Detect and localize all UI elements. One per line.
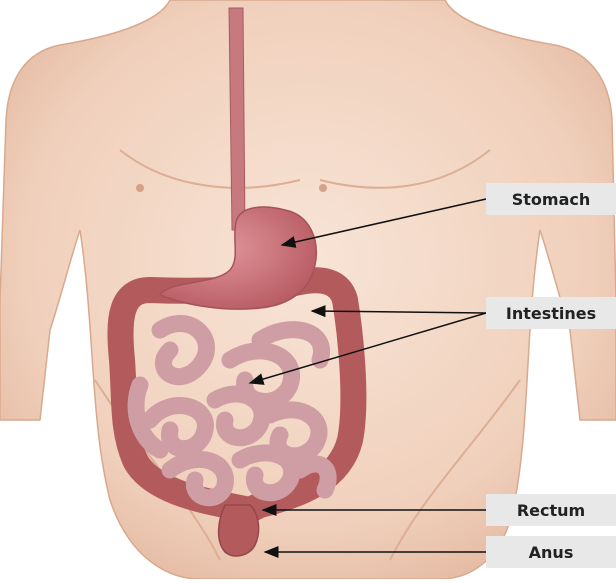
- label-anus: Anus: [486, 536, 616, 568]
- label-rectum: Rectum: [486, 494, 616, 526]
- label-intestines-text: Intestines: [506, 304, 596, 323]
- rectum-organ: [219, 505, 259, 556]
- nipple-left: [136, 184, 144, 192]
- esophagus: [229, 8, 245, 230]
- label-stomach: Stomach: [486, 183, 616, 215]
- label-anus-text: Anus: [529, 543, 574, 562]
- label-intestines: Intestines: [486, 297, 616, 329]
- label-rectum-text: Rectum: [517, 501, 585, 520]
- label-stomach-text: Stomach: [512, 190, 591, 209]
- nipple-right: [319, 184, 327, 192]
